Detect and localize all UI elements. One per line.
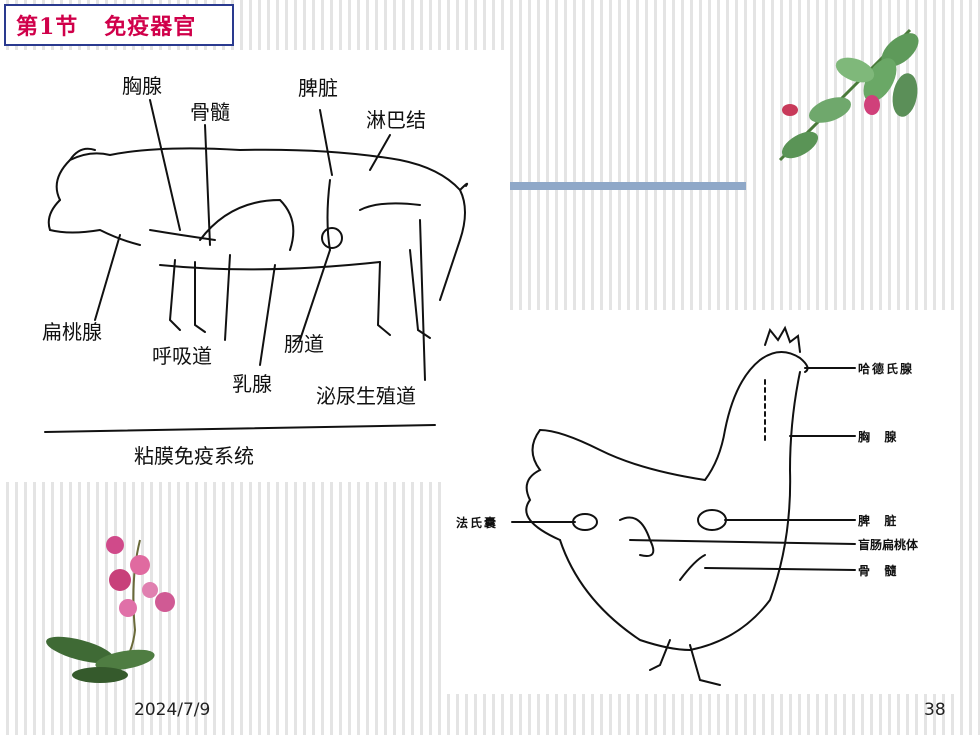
chicken-label-thymus: 胸 腺 <box>858 430 899 444</box>
chicken-label-bursa: 法氏囊 <box>456 516 499 530</box>
pig-label-mucosal-immune-system: 粘膜免疫系统 <box>134 444 254 468</box>
page-number: 38 <box>924 700 946 720</box>
chicken-label-cecal-tonsil: 盲肠扁桃体 <box>858 538 919 552</box>
pig-label-spleen: 脾脏 <box>298 76 338 100</box>
pig-label-lymph-node: 淋巴结 <box>366 108 426 132</box>
pig-label-respiratory-tract: 呼吸道 <box>152 344 212 368</box>
pig-label-intestinal-tract: 肠道 <box>284 332 324 356</box>
chicken-label-spleen: 脾 脏 <box>858 514 899 528</box>
chicken-diagram-panel <box>446 310 960 694</box>
chicken-label-bone-marrow: 骨 髓 <box>858 564 899 578</box>
pig-label-bone-marrow: 骨髓 <box>190 100 230 124</box>
pig-label-urogenital-tract: 泌尿生殖道 <box>316 384 416 408</box>
chicken-label-harderian-gland: 哈德氏腺 <box>858 362 915 376</box>
pig-diagram-panel <box>0 50 508 482</box>
slide-title-box: 第1节 免疫器官 <box>4 4 234 46</box>
pig-label-mammary-gland: 乳腺 <box>232 372 272 396</box>
accent-bar <box>510 182 746 190</box>
footer-date: 2024/7/9 <box>134 700 211 720</box>
pig-label-tonsil: 扁桃腺 <box>42 320 102 344</box>
pig-label-thymus: 胸腺 <box>122 74 162 98</box>
slide-title: 第1节 免疫器官 <box>16 14 197 40</box>
